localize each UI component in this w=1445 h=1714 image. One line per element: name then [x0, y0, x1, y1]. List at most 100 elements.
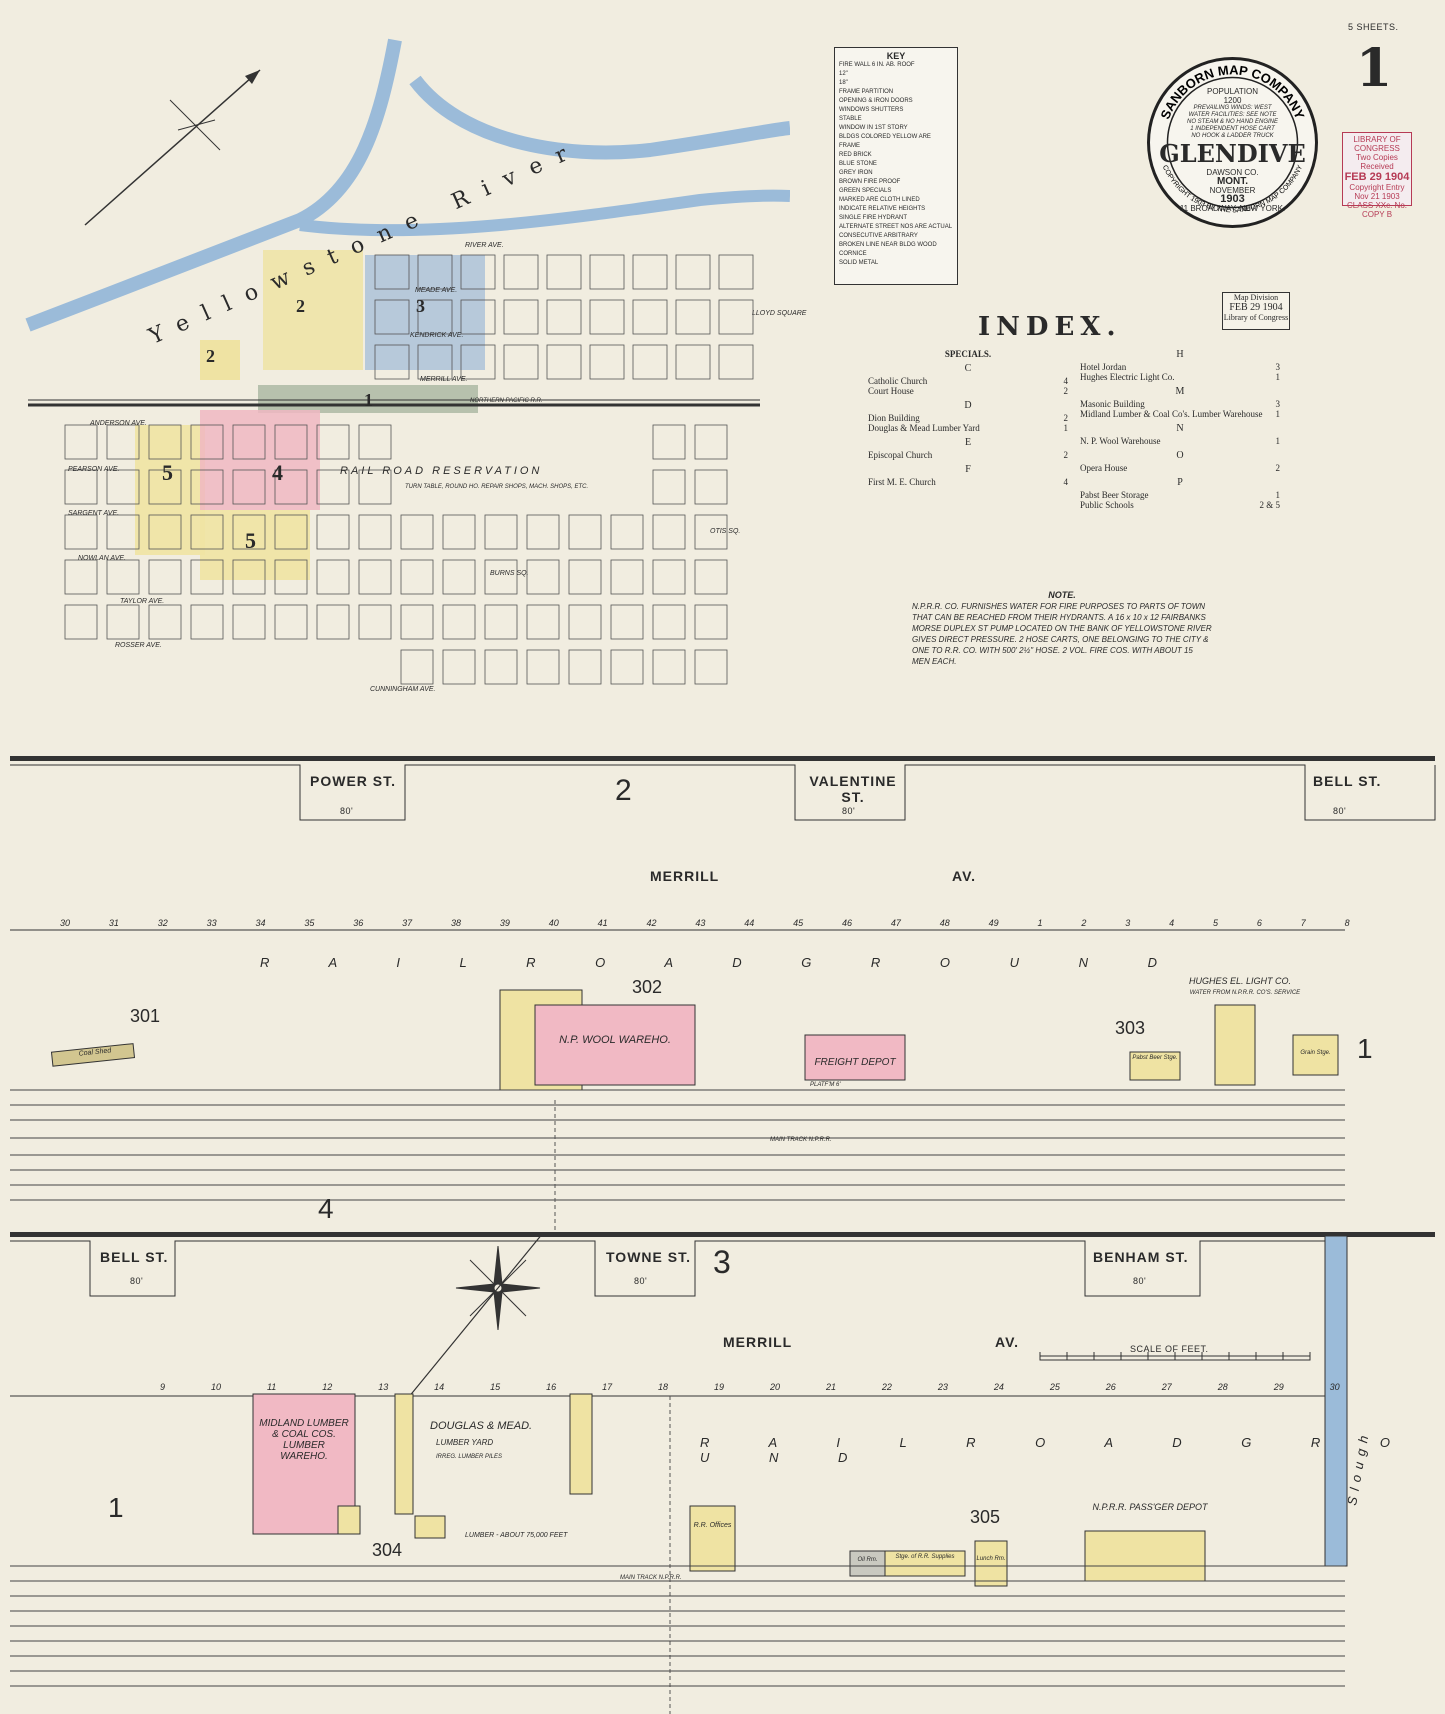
street-width: 80': [634, 1276, 648, 1286]
index-entry-name: Hughes Electric Light Co.: [1080, 372, 1175, 382]
overview-block: [652, 604, 686, 640]
sheet-ref-1: 1: [364, 390, 373, 410]
lot-number: 46: [842, 918, 853, 928]
strip-ref-left-2: 1: [108, 1492, 124, 1523]
overview-block: [190, 424, 224, 460]
overview-block: [374, 344, 410, 380]
lot-number: 27: [1161, 1382, 1172, 1392]
key-item: OPENING & IRON DOORS: [839, 98, 913, 104]
lot-number: 23: [937, 1382, 948, 1392]
main-track-label-2: MAIN TRACK N.P.R.R.: [620, 1575, 682, 1581]
index-entry-page: 1: [1275, 372, 1281, 382]
lunch-room-label: Lunch Rm.: [976, 1556, 1006, 1562]
lot-number: 13: [378, 1382, 389, 1392]
lot-number: 7: [1300, 918, 1306, 928]
overview-block: [358, 424, 392, 460]
overview-block: [652, 469, 686, 505]
sheet-ref-5b: 5: [245, 528, 256, 553]
lot-number: 40: [548, 918, 559, 928]
street-bell-2: BELL ST.: [100, 1249, 169, 1265]
midland-warehouse-label: MIDLAND LUMBER & COAL COS. LUMBER WAREHO…: [259, 1418, 349, 1462]
lot-number: 33: [206, 918, 217, 928]
lot-number: 38: [451, 918, 462, 928]
index-entry-page: 2: [1063, 386, 1069, 396]
index-entry-page: 4: [1063, 376, 1069, 386]
lot-number: 35: [304, 918, 315, 928]
seal-month: NOVEMBER: [1209, 186, 1256, 195]
index-entry-name: N. P. Wool Warehouse: [1080, 436, 1161, 446]
street-label: CUNNINGHAM AVE.: [370, 686, 436, 693]
index-entry-page: 3: [1275, 362, 1281, 372]
overview-key-map: [25, 38, 790, 685]
index-specials-label: SPECIALS.: [944, 349, 992, 359]
overview-block: [106, 559, 140, 595]
lot-number: 4: [1169, 918, 1175, 928]
strip-ref-right: 1: [1357, 1033, 1373, 1064]
key-item: RED BRICK: [839, 152, 872, 158]
overview-block: [232, 604, 266, 640]
overview-block: [718, 254, 754, 290]
index-entry-page: 1: [1275, 436, 1281, 446]
overview-block: [718, 344, 754, 380]
wool-warehouse-label: N.P. WOOL WAREHO.: [559, 1034, 671, 1046]
overview-block: [546, 299, 582, 335]
sheet-count: 5 SHEETS.: [1348, 22, 1399, 32]
lot-number: 45: [793, 918, 804, 928]
map-division-stamp: Map Division FEB 29 1904 Library of Cong…: [1222, 292, 1290, 330]
lot-number: 16: [546, 1382, 557, 1392]
stamp-line: Nov 21 1903: [1354, 192, 1400, 201]
index-entry: Hotel Jordan 3: [1080, 362, 1280, 372]
key-item: 12": [839, 71, 848, 77]
overview-block: [484, 649, 518, 685]
strip-2-map: [10, 764, 1436, 1230]
lot-number: 25: [1049, 1382, 1060, 1392]
stamp-line: CLASS XXc. No.: [1346, 201, 1408, 210]
seal-address: 11 BROADWAY, NEW YORK.: [1179, 204, 1286, 213]
douglas-mead-label: DOUGLAS & MEAD.: [430, 1420, 533, 1432]
sanborn-seal: SANBORN MAP COMPANY COPYRIGHT 1903 BY TH…: [1145, 55, 1320, 230]
overview-block: [632, 299, 668, 335]
overview-block: [106, 424, 140, 460]
oil-room-label: Oil Rm.: [857, 1557, 878, 1563]
overview-block: [64, 514, 98, 550]
street-width: 80': [1133, 1276, 1147, 1286]
overview-block: [484, 514, 518, 550]
index-letter: F: [965, 464, 971, 475]
street-label: KENDRICK AVE.: [410, 332, 464, 339]
lot-number: 17: [602, 1382, 613, 1392]
stamp-line: LIBRARY OF CONGRESS: [1353, 135, 1401, 153]
railroad-ground-label: R A I L R O A D G R O U N D: [260, 955, 1186, 970]
strip-3-map: [10, 1236, 1348, 1714]
overview-block: [546, 344, 582, 380]
lot-number: 44: [744, 918, 755, 928]
index-entry: Pabst Beer Storage 1: [1080, 490, 1280, 500]
overview-block: [675, 254, 711, 290]
overview-block: [400, 604, 434, 640]
overview-block: [417, 254, 453, 290]
overview-block: [568, 604, 602, 640]
key-item: CONSECUTIVE ARBITRARY: [839, 233, 918, 239]
index-letter: C: [964, 363, 972, 374]
index-entry-name: Pabst Beer Storage: [1080, 490, 1149, 500]
avenue-suffix: AV.: [952, 868, 977, 884]
overview-block: [274, 514, 308, 550]
index-entry-page: 2: [1063, 450, 1069, 460]
lot-number: 26: [1105, 1382, 1116, 1392]
seal-line: WATER FACILITIES: SEE NOTE: [1188, 112, 1277, 118]
overview-block: [610, 514, 644, 550]
lot-number: 28: [1217, 1382, 1228, 1392]
index-entry-name: Hotel Jordan: [1080, 362, 1127, 372]
street-width: 80': [340, 806, 354, 816]
overview-block: [374, 299, 410, 335]
overview-block: [526, 604, 560, 640]
index-entry-page: 1: [1275, 490, 1281, 500]
sheet-ref-2b: 2: [206, 346, 215, 366]
overview-block: [442, 514, 476, 550]
